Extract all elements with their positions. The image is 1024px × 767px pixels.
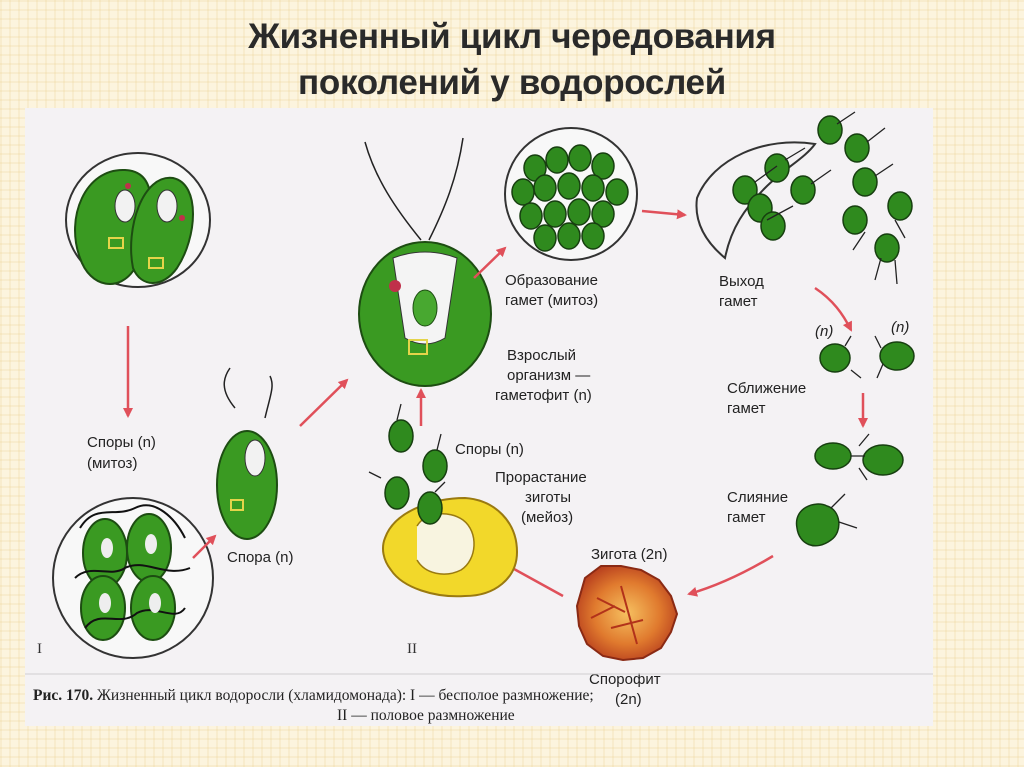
label-germination-3: (мейоз) (521, 509, 573, 526)
arrow-to-gamete-formation (474, 248, 505, 278)
label-spores-mitosis-1: Споры (n) (87, 434, 156, 451)
life-cycle-figure: Споры (n) (митоз) I Спора (n) Взрослый о… (25, 108, 933, 726)
gametes-approach (820, 336, 914, 378)
slide-title: Жизненный цикл чередования поколений у в… (0, 14, 1024, 106)
arrow-to-gamete-exit (642, 211, 685, 215)
label-approach-2: гамет (727, 400, 766, 417)
slide-title-line1: Жизненный цикл чередования (0, 14, 1024, 60)
arrow-to-adult (300, 380, 347, 426)
label-spore: Спора (n) (227, 549, 293, 566)
label-germination-1: Прорастание (495, 469, 587, 486)
label-gamete-exit-1: Выход (719, 273, 764, 290)
label-adult-2: организм — (507, 367, 590, 384)
mother-cell-spores (66, 153, 210, 287)
label-gamete-formation-2: гамет (митоз) (505, 292, 598, 309)
label-n-right: (n) (891, 319, 909, 336)
germinating-zygote (369, 404, 517, 596)
zygote-sporophyte (577, 566, 677, 660)
label-gamete-formation-1: Образование (505, 272, 598, 289)
label-adult-1: Взрослый (507, 347, 576, 364)
label-fusion-1: Слияние (727, 489, 788, 506)
gamete-exit (696, 112, 912, 284)
label-zygote: Зигота (2n) (591, 546, 667, 563)
life-cycle-diagram: Споры (n) (митоз) I Спора (n) Взрослый о… (25, 108, 933, 726)
label-spores-n: Споры (n) (455, 441, 524, 458)
fused-gamete (797, 494, 857, 546)
caption-prefix: Рис. 170. (33, 687, 93, 704)
roman-numeral-2: II (407, 641, 417, 657)
caption-line1: Рис. 170. Жизненный цикл водоросли (хлам… (33, 687, 594, 704)
caption-line2: II — половое размножение (337, 707, 515, 724)
gamete-formation-cell (505, 128, 637, 260)
slide-title-line2: поколений у водорослей (0, 60, 1024, 106)
caption-text1: Жизненный цикл водоросли (хламидомонада)… (93, 687, 594, 704)
label-sporophyte-2: (2n) (615, 691, 642, 708)
arrow-to-zygote (689, 556, 773, 594)
roman-numeral-1: I (37, 641, 42, 657)
label-fusion-2: гамет (727, 509, 766, 526)
label-spores-mitosis-2: (митоз) (87, 455, 137, 472)
single-spore (217, 368, 277, 539)
label-adult-3: гаметофит (n) (495, 387, 592, 404)
label-germination-2: зиготы (525, 489, 571, 506)
adult-gametophyte (359, 138, 491, 386)
label-gamete-exit-2: гамет (719, 293, 758, 310)
label-n-left: (n) (815, 323, 833, 340)
label-approach-1: Сближение (727, 380, 806, 397)
zoosporangium (53, 498, 213, 658)
gametes-fusion (815, 434, 903, 480)
